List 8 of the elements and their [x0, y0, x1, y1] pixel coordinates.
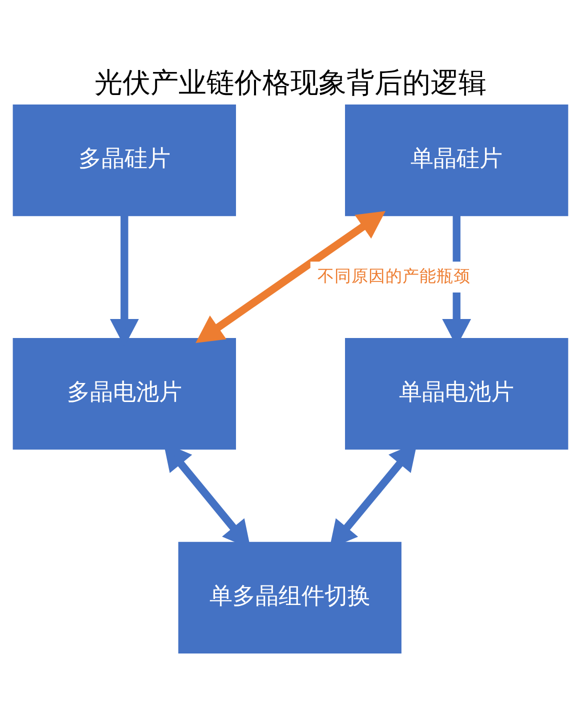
node-box: 单晶电池片 — [345, 337, 568, 450]
edge-label: 不同原因的产能瓶颈 — [317, 266, 470, 285]
node-box: 多晶硅片 — [12, 104, 236, 216]
arrow — [196, 210, 386, 343]
node-box: 单多晶组件切换 — [178, 541, 402, 654]
diagram-title: 光伏产业链价格现象背后的逻辑 — [94, 65, 486, 98]
node-box: 多晶电池片 — [12, 337, 236, 450]
node-box: 单晶硅片 — [345, 104, 568, 216]
